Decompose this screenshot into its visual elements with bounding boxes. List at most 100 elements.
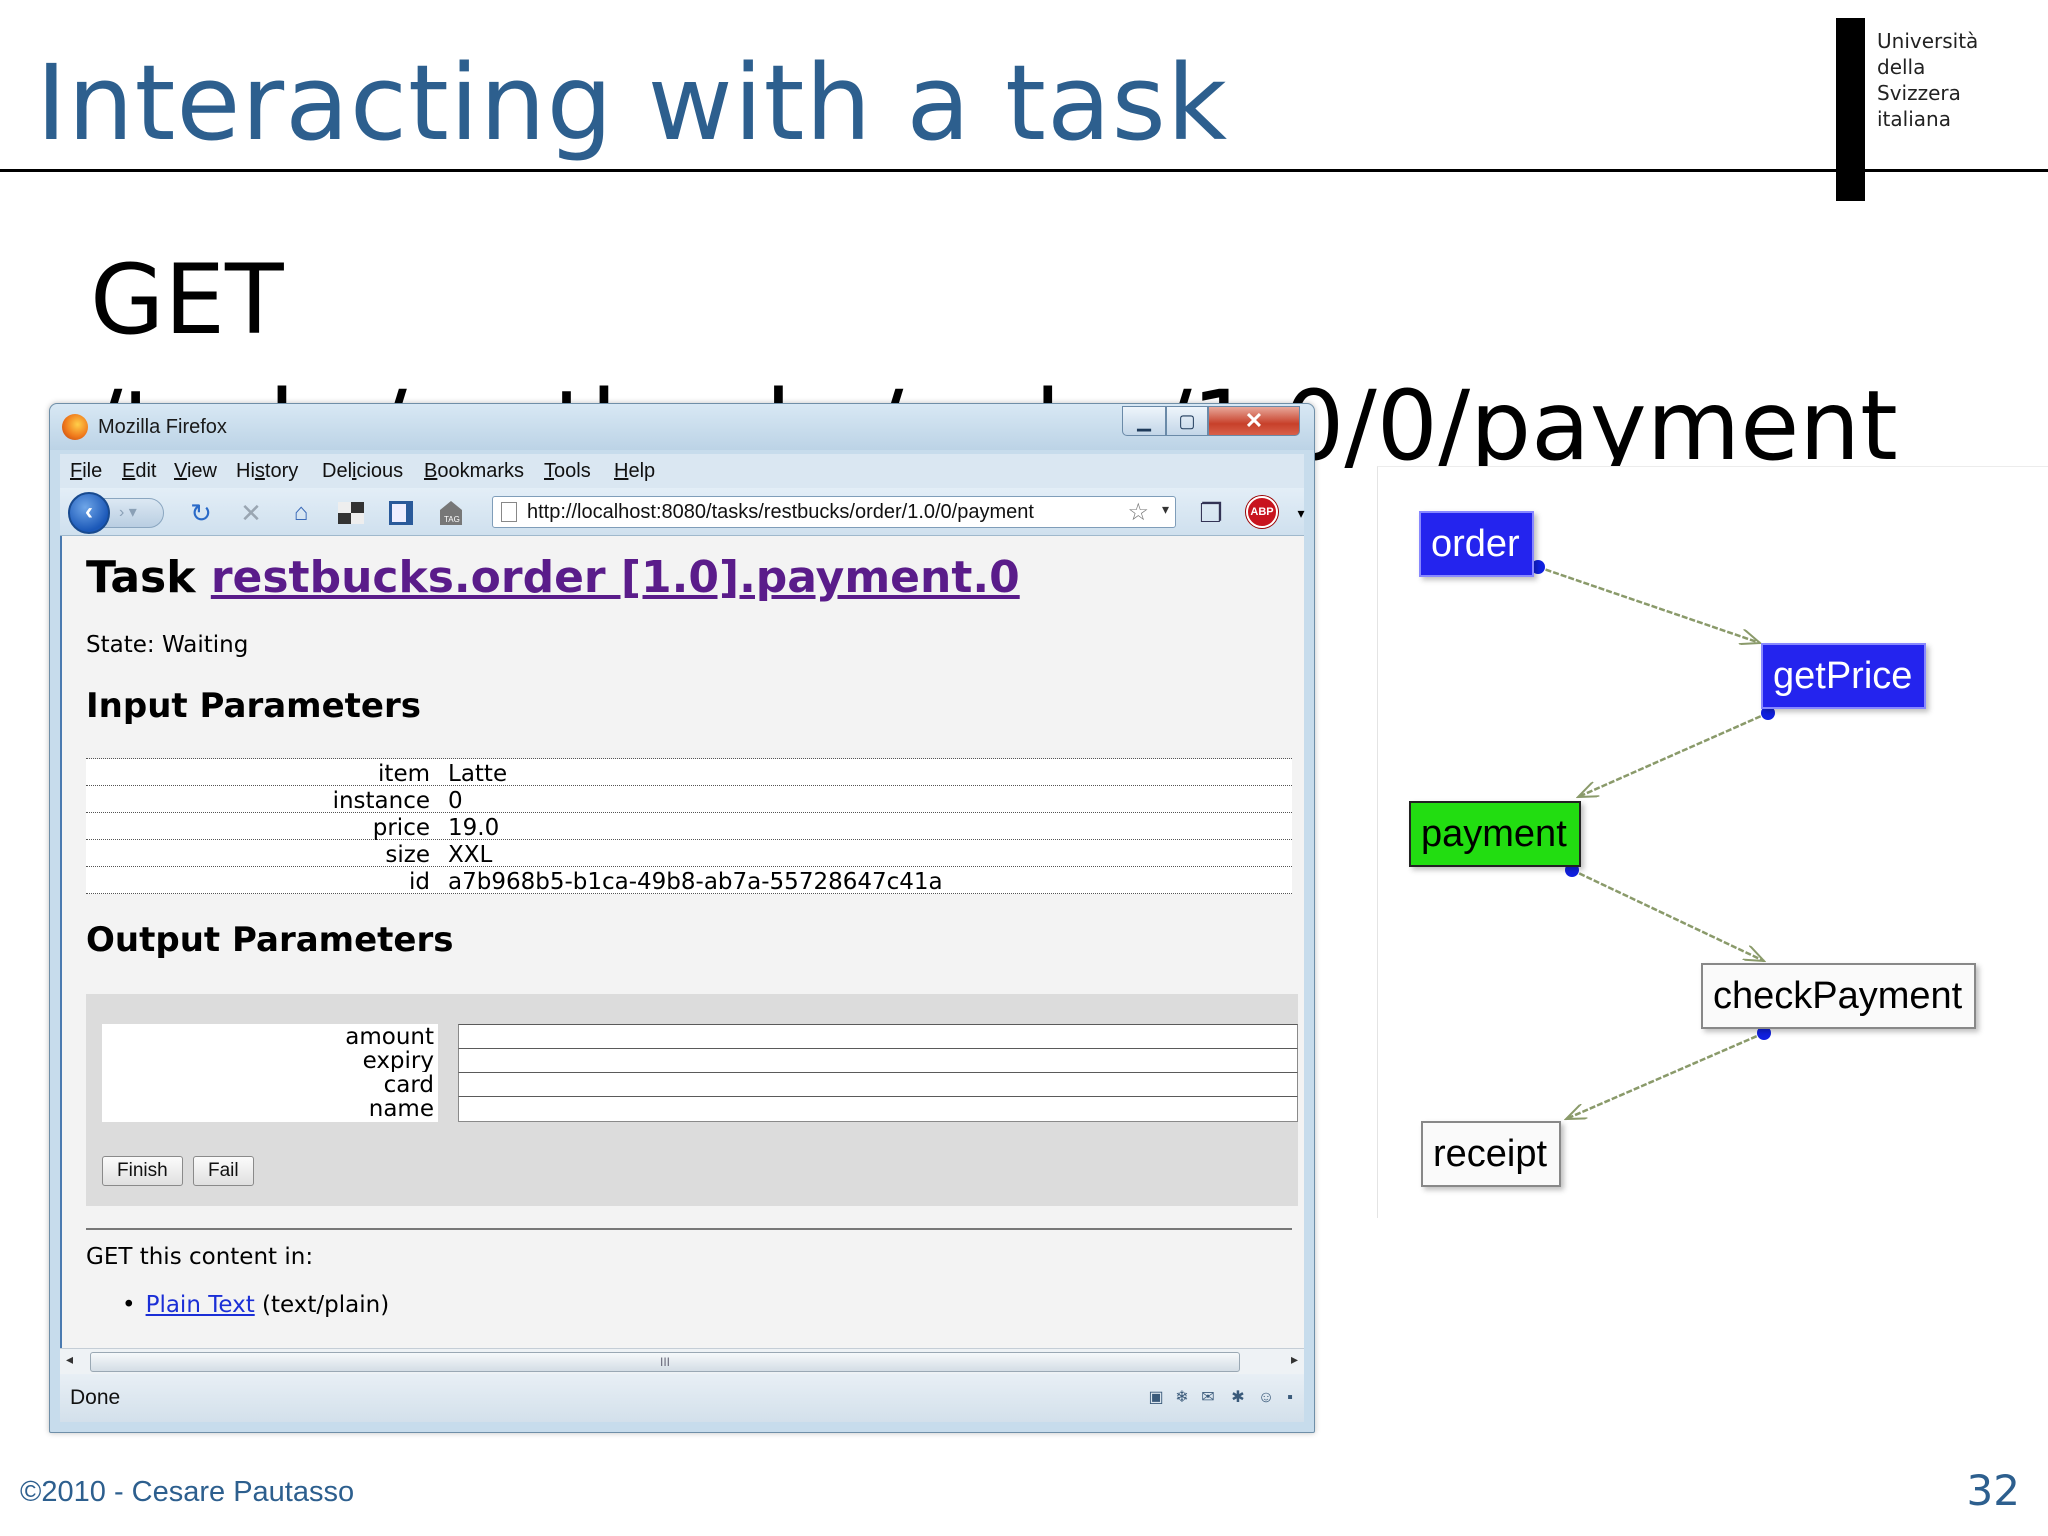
state-value: Waiting xyxy=(161,632,249,658)
expiry-input[interactable] xyxy=(458,1048,1298,1074)
node-order[interactable]: order xyxy=(1419,511,1534,577)
scroll-left-icon[interactable]: ◂ xyxy=(66,1351,74,1367)
window-titlebar[interactable]: Mozilla Firefox ▁ ▢ ✕ xyxy=(50,404,1314,450)
amount-label: amount xyxy=(102,1024,438,1050)
name-input[interactable] xyxy=(458,1096,1298,1122)
menu-view[interactable]: View xyxy=(174,460,217,482)
minimize-button[interactable]: ▁ xyxy=(1122,406,1166,436)
adblock-icon[interactable]: ABP xyxy=(1246,496,1278,528)
logo-line: della xyxy=(1877,55,1926,79)
screenshot-addon-icon[interactable] xyxy=(336,498,366,528)
university-logo-text: Università della Svizzera italiana xyxy=(1877,28,2037,132)
plain-text-link[interactable]: Plain Text xyxy=(145,1292,255,1318)
status-text: Done xyxy=(70,1386,121,1409)
node-checkPayment[interactable]: checkPayment xyxy=(1701,963,1977,1029)
page-icon xyxy=(501,502,517,522)
logo-line: Università xyxy=(1877,29,1979,53)
maximize-button[interactable]: ▢ xyxy=(1166,406,1208,436)
mail-icon[interactable]: ✉ xyxy=(1201,1389,1215,1406)
param-value: XXL xyxy=(448,842,493,868)
page-addon-icon[interactable] xyxy=(386,498,416,528)
university-logo-bar xyxy=(1836,18,1865,201)
window-title: Mozilla Firefox xyxy=(98,416,227,438)
card-input[interactable] xyxy=(458,1072,1298,1098)
mime-type: (text/plain) xyxy=(262,1292,390,1318)
scrollbar-thumb[interactable]: III xyxy=(90,1352,1240,1372)
chevron-down-icon[interactable]: ▾ xyxy=(1297,505,1305,521)
param-value: a7b968b5-b1ca-49b8-ab7a-55728647c41a xyxy=(448,869,943,895)
tag-icon[interactable]: TAG xyxy=(436,498,466,528)
task-heading: Task restbucks.order [1.0].payment.0 xyxy=(86,552,1020,603)
param-value: 0 xyxy=(448,788,463,814)
input-parameters-table: item Latte instance 0 price 19.0 size XX… xyxy=(86,758,1292,895)
fail-button[interactable]: Fail xyxy=(193,1156,254,1186)
output-parameters-form: amount expiry card name Finish Fail xyxy=(86,994,1298,1206)
content-divider xyxy=(86,1228,1292,1230)
param-key: size xyxy=(385,842,430,868)
task-prefix: Task xyxy=(86,552,196,603)
logo-line: italiana xyxy=(1877,107,1951,131)
home-icon[interactable]: ⌂ xyxy=(293,499,309,526)
menu-file[interactable]: File xyxy=(70,460,103,482)
note-icon[interactable]: ▪ xyxy=(1287,1389,1293,1406)
bullet-icon: • xyxy=(122,1292,136,1318)
horizontal-scrollbar[interactable]: ◂ III ▸ xyxy=(60,1348,1304,1374)
param-key: id xyxy=(409,869,430,895)
bug-icon[interactable]: ✱ xyxy=(1231,1389,1245,1406)
edge-payment-checkPayment xyxy=(1565,863,1764,961)
expiry-label: expiry xyxy=(102,1048,438,1074)
svg-text:TAG: TAG xyxy=(444,515,460,524)
title-divider xyxy=(0,169,2048,172)
amount-input[interactable] xyxy=(458,1024,1298,1050)
node-getPrice[interactable]: getPrice xyxy=(1761,643,1927,709)
list-item: • Plain Text (text/plain) xyxy=(122,1292,389,1318)
workflow-diagram: order getPrice payment checkPayment rece… xyxy=(1377,466,2048,1218)
menu-history[interactable]: History xyxy=(236,460,299,482)
table-row: item Latte xyxy=(86,759,1292,787)
state-label: State: xyxy=(86,632,155,658)
form-row-name: name xyxy=(102,1096,1298,1122)
param-key: price xyxy=(372,815,430,841)
menu-bar: File Edit View History Delicious Bookmar… xyxy=(60,454,1304,488)
back-arrow-icon[interactable]: ‹ xyxy=(68,492,110,534)
addon-status-icon[interactable]: ▣ xyxy=(1148,1389,1164,1406)
reload-icon[interactable]: ↻ xyxy=(190,498,212,528)
table-row: id a7b968b5-b1ca-49b8-ab7a-55728647c41a xyxy=(86,867,1292,895)
node-receipt[interactable]: receipt xyxy=(1421,1121,1562,1187)
star-icon[interactable]: ☆ xyxy=(1127,499,1149,526)
task-link[interactable]: restbucks.order [1.0].payment.0 xyxy=(210,552,1020,603)
node-payment[interactable]: payment xyxy=(1409,801,1581,867)
footer-copyright: ©2010 - Cesare Pautasso xyxy=(20,1476,355,1508)
menu-delicious[interactable]: Delicious xyxy=(322,460,404,482)
menu-help[interactable]: Help xyxy=(614,460,656,482)
http-method: GET xyxy=(90,244,284,356)
workflow-edges xyxy=(1531,560,1775,1121)
page-number: 32 xyxy=(1966,1466,2020,1515)
status-bar: Done ▣ ❄ ✉ ✱ ☺ ▪ xyxy=(60,1374,1304,1422)
param-value: 19.0 xyxy=(448,815,500,841)
edge-checkPayment-receipt xyxy=(1566,1026,1771,1121)
scroll-right-icon[interactable]: ▸ xyxy=(1290,1351,1298,1367)
form-row-amount: amount xyxy=(102,1024,1298,1050)
menu-tools[interactable]: Tools xyxy=(544,460,591,482)
page-content: Task restbucks.order [1.0].payment.0 Sta… xyxy=(60,536,1304,1348)
close-button[interactable]: ✕ xyxy=(1208,406,1300,436)
menu-bookmarks[interactable]: Bookmarks xyxy=(424,460,525,482)
url-text[interactable]: http://localhost:8080/tasks/restbucks/or… xyxy=(527,501,1034,523)
stop-icon[interactable]: ✕ xyxy=(240,498,262,528)
forward-arrow-icon[interactable]: › ▾ xyxy=(104,498,164,528)
input-parameters-heading: Input Parameters xyxy=(86,686,421,726)
firefox-window: Mozilla Firefox ▁ ▢ ✕ File Edit View His… xyxy=(49,403,1315,1433)
snowflake-icon[interactable]: ❄ xyxy=(1175,1389,1189,1406)
menu-edit[interactable]: Edit xyxy=(122,460,157,482)
windows-icon[interactable]: ❐ xyxy=(1199,498,1223,528)
url-dropdown-icon[interactable]: ▾ xyxy=(1161,501,1169,517)
finish-button[interactable]: Finish xyxy=(102,1156,183,1186)
face-icon[interactable]: ☺ xyxy=(1257,1389,1275,1406)
slide-title: Interacting with a task xyxy=(36,42,1229,164)
firefox-icon xyxy=(62,414,88,440)
get-content-label: GET this content in: xyxy=(86,1244,314,1270)
edge-order-getPrice xyxy=(1531,560,1760,643)
url-bar[interactable]: http://localhost:8080/tasks/restbucks/or… xyxy=(492,496,1176,528)
edge-getPrice-payment xyxy=(1578,706,1775,799)
